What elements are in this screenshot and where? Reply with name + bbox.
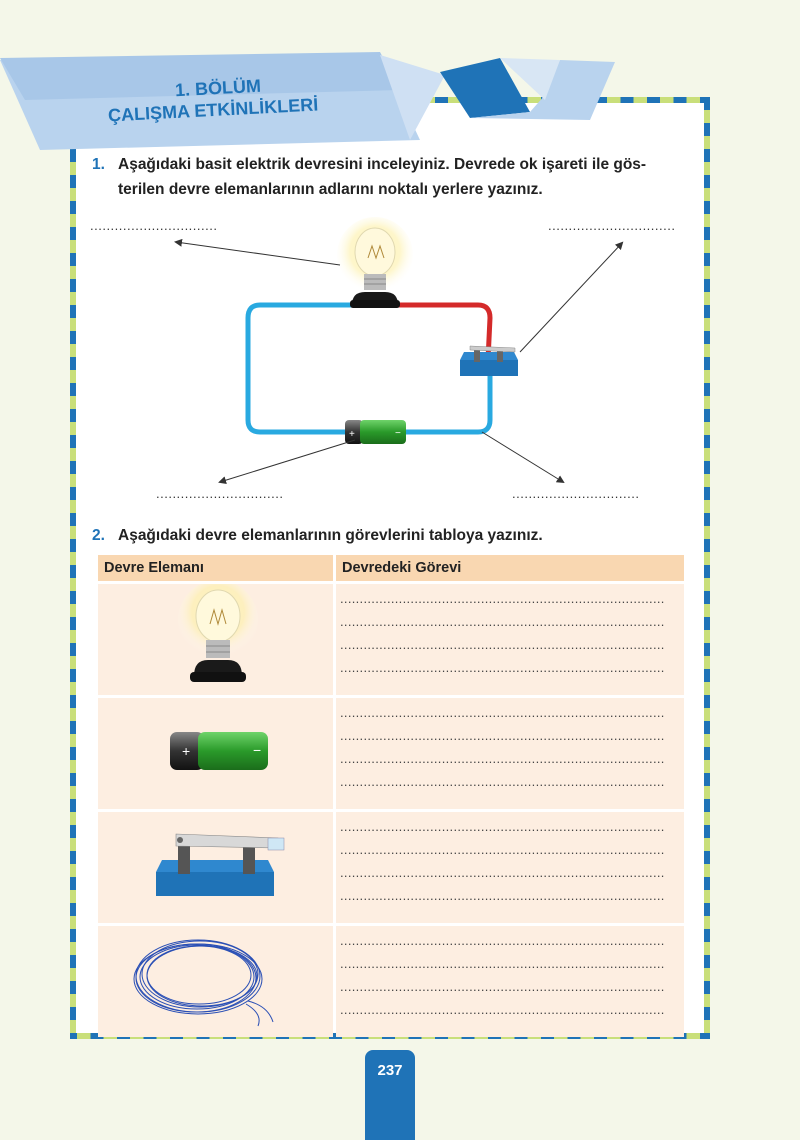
svg-text:+: + xyxy=(349,429,355,440)
bulb-icon xyxy=(178,580,258,682)
cell-battery: + − xyxy=(98,698,333,809)
question-1-line1: Aşağıdaki basit elektrik devresini incel… xyxy=(118,156,647,173)
cell-switch-function[interactable]: ........................................… xyxy=(336,812,684,923)
answer-line[interactable]: ........................................… xyxy=(340,1002,665,1017)
page-number: 237 xyxy=(365,1050,415,1140)
cell-switch xyxy=(98,812,333,923)
blank-bulb[interactable]: ............................... xyxy=(90,218,218,233)
answer-line[interactable]: ........................................… xyxy=(340,819,665,834)
answer-line[interactable]: ........................................… xyxy=(340,888,665,903)
blank-battery[interactable]: ............................... xyxy=(156,486,284,501)
question-1-number: 1. xyxy=(92,156,105,173)
answer-line[interactable]: ........................................… xyxy=(340,956,665,971)
battery-icon: + − xyxy=(170,732,268,770)
question-2-text: Aşağıdaki devre elemanlarının görevlerin… xyxy=(118,527,543,544)
cell-bulb-function[interactable]: ........................................… xyxy=(336,584,684,695)
answer-line[interactable]: ........................................… xyxy=(340,705,665,720)
table-header-function: Devredeki Görevi xyxy=(336,555,684,581)
header-ribbon xyxy=(0,52,615,150)
question-2-number: 2. xyxy=(92,527,105,544)
answer-line[interactable]: ........................................… xyxy=(340,842,665,857)
battery-minus: − xyxy=(253,742,261,758)
cell-bulb xyxy=(98,580,333,695)
blank-wire[interactable]: ............................... xyxy=(512,486,640,501)
answer-line[interactable]: ........................................… xyxy=(340,614,665,629)
wire-coil-icon xyxy=(133,939,274,1027)
answer-line[interactable]: ........................................… xyxy=(340,591,665,606)
cell-battery-function[interactable]: ........................................… xyxy=(336,698,684,809)
answer-line[interactable]: ........................................… xyxy=(340,865,665,880)
question-1: 1. Aşağıdaki basit elektrik devresini inc… xyxy=(92,152,646,202)
table-header-component: Devre Elemanı xyxy=(98,555,333,581)
component-table: Devre Elemanı Devredeki Görevi xyxy=(95,552,687,1040)
svg-text:−: − xyxy=(395,428,401,439)
question-2: 2. Aşağıdaki devre elemanlarının görevler… xyxy=(92,523,543,548)
answer-line[interactable]: ........................................… xyxy=(340,751,665,766)
table-row: ........................................… xyxy=(98,926,684,1037)
answer-line[interactable]: ........................................… xyxy=(340,637,665,652)
cell-wire-function[interactable]: ........................................… xyxy=(336,926,684,1037)
cell-wire xyxy=(98,926,333,1037)
table-header-row: Devre Elemanı Devredeki Görevi xyxy=(98,555,684,581)
table-row: ........................................… xyxy=(98,812,684,923)
blank-switch[interactable]: ............................... xyxy=(548,218,676,233)
table-row: + − ....................................… xyxy=(98,698,684,809)
answer-line[interactable]: ........................................… xyxy=(340,660,665,675)
answer-line[interactable]: ........................................… xyxy=(340,774,665,789)
table-row: ........................................… xyxy=(98,580,684,695)
answer-line[interactable]: ........................................… xyxy=(340,933,665,948)
question-1-line2: terilen devre elemanlarının adlarını nok… xyxy=(118,181,543,198)
answer-line[interactable]: ........................................… xyxy=(340,979,665,994)
battery-plus: + xyxy=(182,743,190,759)
answer-line[interactable]: ........................................… xyxy=(340,728,665,743)
switch-icon xyxy=(156,833,285,896)
